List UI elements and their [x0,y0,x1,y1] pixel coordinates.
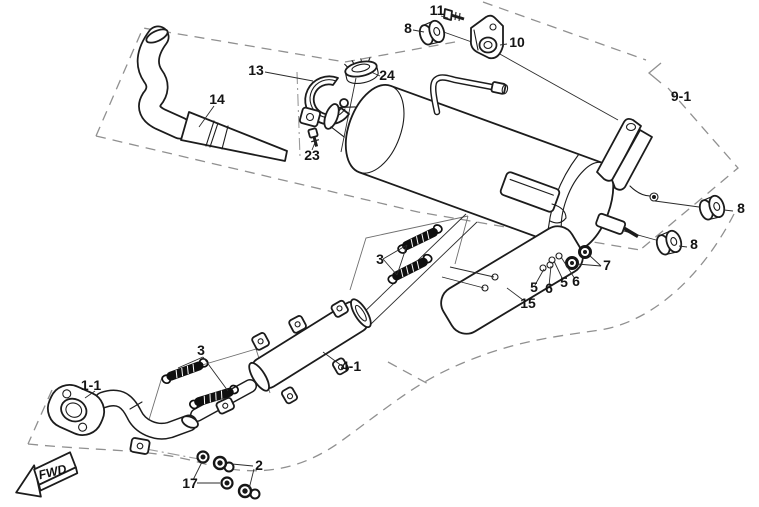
exhaust-spring [387,253,433,285]
callout-7: 7 [603,257,611,273]
exhaust-flange [46,384,106,436]
callout-5-left: 5 [530,279,538,295]
front-pipe-cone [180,111,288,162]
mount-tab [330,299,349,318]
mount-tab [251,332,270,351]
callout-17: 17 [182,475,198,491]
mount-tab [281,386,298,405]
callout-2: 2 [255,457,263,473]
callout-3-upper: 3 [376,251,384,267]
callout-13: 13 [248,62,264,78]
callout-24: 24 [379,67,395,83]
exhaust-spring [397,224,443,254]
callout-9-1: 9-1 [671,88,691,104]
callout-8-rear-lower: 8 [690,236,698,252]
callout-10: 10 [509,34,525,50]
callout-5-right: 5 [560,274,568,290]
fwd-label: FWD [37,462,68,482]
callout-6-right: 6 [572,273,580,289]
callout-labels: 11 8 10 9-1 13 24 14 23 8 8 7 5 6 5 6 15… [81,2,745,491]
flange-nuts [212,455,261,500]
rubber-damper-front [418,19,446,46]
clamp-bolt-boss [339,98,349,108]
muffler-mount-bracket [596,117,659,202]
exhaust-spring [161,358,209,384]
front-flange-pipe [46,384,199,455]
heat-shield [440,225,584,335]
flange-pipe-outlet [181,415,199,429]
spring-group-brackets [147,215,469,424]
clamp-axis-line [296,71,301,158]
callout-11: 11 [430,2,445,18]
callout-1-1: 1-1 [81,377,101,393]
callout-15: 15 [520,295,536,311]
callout-6-left: 6 [545,280,553,296]
hanger-bolt [443,8,465,22]
callout-23: 23 [304,147,320,163]
mid-pipe [190,298,372,422]
rubber-damper-rear-upper [698,194,726,221]
callout-4-1: 4-1 [341,358,361,374]
flange-stud-axis-line [145,448,200,460]
mount-nuts [565,245,592,270]
mount-tab [215,396,235,415]
callout-leader-lines [84,15,734,490]
callout-14: 14 [209,91,225,107]
muffler [323,74,659,252]
muffler-inlet-stub [323,103,340,130]
heat-shield-screw-holes [441,266,499,292]
hanger-bracket [469,14,504,60]
front-pipe-inlet-opening [145,28,169,44]
callout-8-front: 8 [404,20,412,36]
front-pipe [136,25,288,162]
plug-cap [344,57,379,84]
muffler-bottom-bracket [499,171,567,224]
mount-tab [288,315,307,334]
fwd-arrow-icon: FWD [15,451,79,498]
exhaust-spring [189,384,239,410]
callout-8-rear-upper: 8 [737,200,745,216]
rubber-damper-rear-lower [655,229,683,256]
callout-3-lower: 3 [197,342,205,358]
flange-washers [196,450,234,490]
flange-pipe-bracket [129,437,151,455]
callout-9-1-corner-mark [647,62,662,84]
